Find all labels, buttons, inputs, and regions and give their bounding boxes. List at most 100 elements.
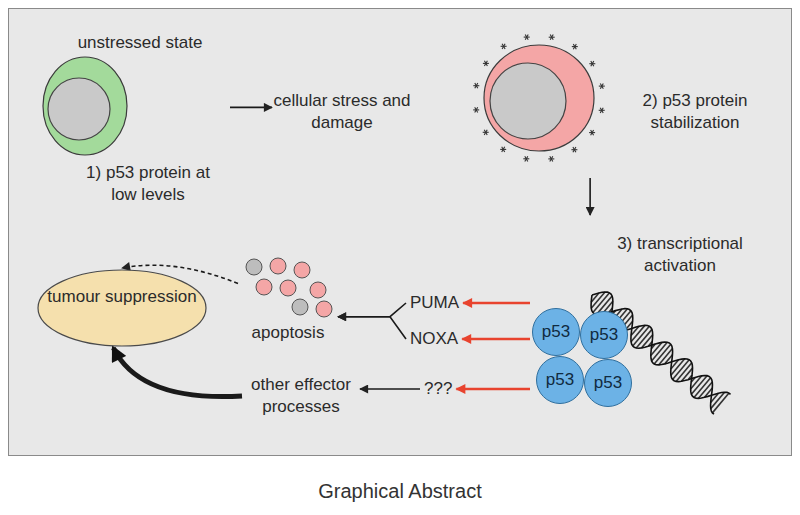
- cell-body: [43, 57, 127, 155]
- damage-stroke: [591, 130, 594, 135]
- ellipse-outline: [38, 270, 206, 346]
- effector-label: other effector processes: [242, 373, 360, 419]
- damage-stroke: [502, 44, 505, 49]
- damage-stroke: [525, 156, 528, 161]
- apoptosis-group: apoptosis: [238, 256, 338, 348]
- damage-stroke: [591, 61, 594, 66]
- damage-stroke: [591, 61, 594, 66]
- dna-rung: [712, 393, 729, 413]
- activation-arrow: [463, 302, 530, 305]
- damage-stroke: [475, 107, 478, 112]
- damage-stroke: [573, 44, 576, 49]
- label-text: cellular stress and damage: [272, 90, 412, 134]
- label-text: apoptosis: [238, 322, 338, 344]
- flow-arrow: [589, 178, 591, 215]
- outcome-ellipse: tumour suppression: [36, 268, 208, 348]
- damage-stroke: [484, 130, 487, 135]
- damage-stroke: [573, 147, 576, 152]
- label-text: NOXA: [410, 328, 458, 350]
- nucleus: [48, 78, 110, 140]
- label-text: tumour suppression: [36, 286, 208, 308]
- damage-stroke: [550, 156, 553, 161]
- flow-arrow: [360, 388, 420, 390]
- damage-stroke: [600, 108, 603, 113]
- label-text: p53: [542, 321, 570, 343]
- label-text: p53: [594, 372, 622, 394]
- caption-holder: Graphical Abstract: [0, 480, 800, 502]
- damage-stroke: [484, 61, 487, 66]
- gene-label: PUMA: [406, 290, 463, 316]
- text-slot: other effector processes: [242, 374, 360, 418]
- damage-stroke: [484, 61, 487, 66]
- cell-state: 2) p53 protein stabilization: [470, 28, 782, 178]
- damage-stroke: [600, 108, 603, 113]
- text-slot: 3) transcriptional activation: [600, 233, 760, 277]
- damage-stroke: [573, 44, 576, 49]
- damage-stroke: [502, 147, 505, 152]
- damage-stroke: [573, 147, 576, 152]
- label-text: p53: [590, 324, 618, 346]
- caption-text: Graphical Abstract: [0, 480, 800, 502]
- damage-stroke: [475, 83, 478, 88]
- text-slot: apoptosis: [238, 322, 338, 344]
- damage-stroke: [600, 84, 603, 89]
- flow-arrow: [338, 303, 406, 317]
- stressed-cell: [470, 28, 620, 178]
- nucleus: [490, 63, 566, 139]
- damage-stroke: [525, 35, 528, 40]
- cell-fragment: [280, 280, 296, 296]
- cell-fragment: [246, 259, 262, 275]
- damage-stroke: [600, 84, 603, 89]
- damage-stroke: [550, 35, 553, 40]
- normal-cell: [37, 56, 137, 166]
- p53-protein: p53: [532, 308, 580, 356]
- damage-stroke: [550, 35, 553, 40]
- flow-arrow: [113, 348, 242, 397]
- text-slot: 1) p53 protein at low levels: [73, 162, 223, 206]
- damage-stroke: [591, 130, 594, 135]
- label-text: ???: [424, 378, 452, 400]
- flow-arrow: [338, 317, 406, 339]
- transcription-complex: 3) transcriptional activation p53 p53 p53 p5…: [530, 215, 780, 410]
- tumour-ellipse: [36, 268, 208, 348]
- damage-stroke: [550, 156, 553, 161]
- gene-label: ???: [420, 376, 456, 402]
- p53-protein: p53: [584, 359, 632, 407]
- label-text: unstressed state: [65, 32, 215, 54]
- damage-stroke: [525, 156, 528, 161]
- text-slot: tumour suppression: [36, 286, 208, 308]
- apoptotic-cells: [238, 256, 338, 318]
- gene-label: NOXA: [406, 326, 462, 352]
- cell-fragment: [310, 282, 326, 298]
- text-slot: 2) p53 protein stabilization: [620, 90, 770, 134]
- label-text: other effector processes: [242, 374, 360, 418]
- label-text: 1) p53 protein at low levels: [73, 162, 223, 206]
- damage-stroke: [502, 147, 505, 152]
- damage-stroke: [484, 130, 487, 135]
- stress-label: cellular stress and damage: [272, 88, 412, 136]
- flow-arrow: [230, 107, 272, 109]
- cell-state: unstressed state 1) p53 protein at low le…: [35, 30, 230, 210]
- label-text: PUMA: [410, 292, 459, 314]
- text-slot: unstressed state: [65, 32, 215, 54]
- cell-fragment: [292, 299, 308, 315]
- label-text: 3) transcriptional activation: [600, 233, 760, 277]
- cell-body: [484, 45, 594, 151]
- cell-fragment: [270, 258, 286, 274]
- cell-fragment: [256, 279, 272, 295]
- damage-marks: [473, 35, 605, 162]
- label-text: 2) p53 protein stabilization: [620, 90, 770, 134]
- p53-protein: p53: [536, 356, 584, 404]
- damage-stroke: [475, 107, 478, 112]
- cell-fragment: [316, 301, 332, 317]
- p53-protein: p53: [580, 311, 628, 359]
- activation-arrow: [456, 388, 530, 391]
- damage-stroke: [525, 35, 528, 40]
- cell-fragment: [294, 262, 310, 278]
- label-text: p53: [546, 369, 574, 391]
- activation-arrow: [462, 338, 530, 341]
- text-slot: cellular stress and damage: [272, 90, 412, 134]
- connectors: [113, 107, 590, 396]
- damage-stroke: [502, 44, 505, 49]
